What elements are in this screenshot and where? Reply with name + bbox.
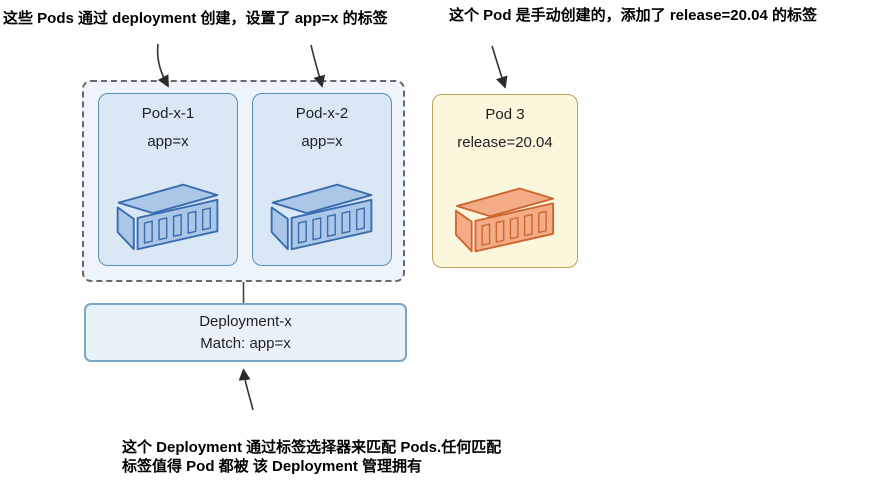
pod-label: app=x bbox=[301, 133, 343, 150]
arrow-to-pod-3 bbox=[491, 45, 508, 89]
deployment-box: Deployment-x Match: app=x bbox=[84, 303, 407, 362]
annotation-line-1: 这个 Deployment 通过标签选择器来匹配 Pods.任何匹配 bbox=[122, 439, 502, 456]
container-icon bbox=[270, 183, 373, 251]
pod-label: app=x bbox=[147, 133, 189, 150]
deployment-name: Deployment-x bbox=[199, 313, 292, 330]
container-icon bbox=[116, 183, 219, 251]
pod-card-pod-3: Pod 3 release=20.04 bbox=[432, 94, 578, 268]
annotation-pod-manually-created: 这个 Pod 是手动创建的，添加了 release=20.04 的标签 bbox=[449, 7, 818, 24]
container-icon bbox=[455, 187, 555, 253]
pod-name: Pod 3 bbox=[485, 106, 525, 123]
arrow-to-deployment bbox=[238, 368, 254, 411]
deployment-selector: Match: app=x bbox=[200, 335, 291, 352]
pod-card-pod-x-2: Pod-x-2 app=x bbox=[252, 93, 392, 266]
pod-name: Pod-x-2 bbox=[295, 105, 349, 122]
pod-label: release=20.04 bbox=[457, 134, 553, 151]
pod-name: Pod-x-1 bbox=[141, 105, 195, 122]
annotation-line-2: 标签值得 Pod 都被 该 Deployment 管理拥有 bbox=[122, 458, 423, 475]
annotation-deployment-selector: 这个 Deployment 通过标签选择器来匹配 Pods.任何匹配 标签值得 … bbox=[122, 438, 592, 476]
pod-card-pod-x-1: Pod-x-1 app=x bbox=[98, 93, 238, 266]
annotation-pods-created-by-deployment: 这些 Pods 通过 deployment 创建，设置了 app=x 的标签 bbox=[3, 10, 388, 27]
